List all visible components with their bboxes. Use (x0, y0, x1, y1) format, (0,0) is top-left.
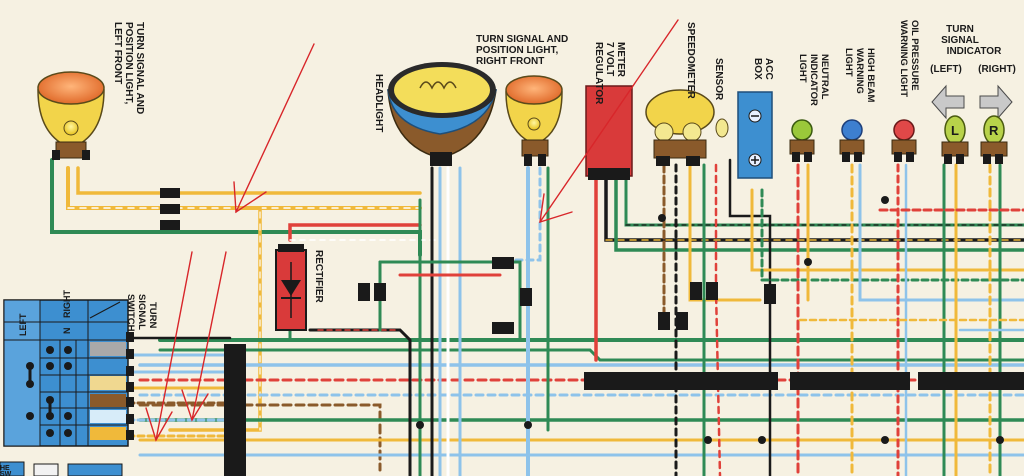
oil-pressure-line-1: OIL PRESSURE (909, 20, 920, 91)
annotation-arrow-4 (181, 251, 227, 422)
voltage-regulator (585, 85, 633, 180)
switch-n-label: N (62, 328, 72, 335)
turn-indicator-left-label: (LEFT) (930, 64, 962, 75)
turn-indicator-right-label: (RIGHT) (978, 64, 1016, 75)
high-beam-line-2: WARNING (854, 48, 865, 94)
ts-right-front-label: TURN SIGNAL AND POSITION LIGHT, RIGHT FR… (476, 34, 568, 67)
turn-indicator-line-3: INDICATOR (947, 46, 1002, 57)
acc-box-line-2: BOX (752, 58, 763, 80)
bottom-left-label-1: HE (0, 465, 10, 472)
switch-left-label: LEFT (18, 313, 28, 336)
wire-harness (50, 158, 1024, 476)
high-beam-label: HIGH BEAM WARNING LIGHT (843, 48, 876, 102)
connector-blocks (160, 188, 1024, 476)
annotation-arrow-3 (145, 251, 193, 442)
speedometer (645, 89, 729, 166)
ts-switch-line-3: SWITCH (125, 294, 136, 332)
ts-right-front-line-3: RIGHT FRONT (476, 56, 544, 67)
regulator-label: METER 7 VOLT REGULATOR (593, 42, 626, 105)
high-beam-line-3: LIGHT (843, 48, 854, 77)
ts-switch-line-1: TURN (147, 302, 158, 329)
turn-signal-right-front-lamp (505, 75, 563, 166)
headlight-label: HEADLIGHT (373, 74, 384, 132)
regulator-line-2: REGULATOR (593, 42, 604, 105)
acc-box-label: ACC BOX (752, 58, 774, 80)
turn-signal-switch: RIGHT N LEFT (3, 290, 134, 447)
ts-left-front-label: TURN SIGNAL AND POSITION LIGHT, LEFT FRO… (112, 22, 145, 114)
ts-right-front-line-2: POSITION LIGHT, (476, 45, 558, 56)
turn-indicator-line-1: TURN (946, 24, 974, 35)
ts-left-front-line-3: LEFT FRONT (112, 22, 123, 84)
ts-left-front-line-2: POSITION LIGHT, (123, 22, 134, 104)
neutral-line-2: INDICATOR (808, 54, 819, 106)
turn-indicator-right-bulb: R (979, 84, 1013, 164)
neutral-line-3: LIGHT (797, 54, 808, 83)
neutral-line-1: NEUTRAL (819, 54, 830, 100)
oil-pressure-line-2: WARNING LIGHT (898, 20, 909, 97)
high-beam-line-1: HIGH BEAM (865, 48, 876, 102)
ts-left-front-line-1: TURN SIGNAL AND (134, 22, 145, 114)
turn-indicator-right-letter: R (989, 123, 999, 138)
ts-right-front-line-1: TURN SIGNAL AND (476, 34, 568, 45)
turn-indicator-left-letter: L (951, 123, 959, 138)
acc-box (737, 91, 773, 179)
speedometer-label: SPEEDOMETER (685, 22, 696, 99)
rectifier (275, 244, 307, 331)
junction-dots (416, 196, 1004, 444)
switch-right-label: RIGHT (62, 290, 72, 319)
annotation-arrow-1 (233, 43, 315, 214)
sensor-label: SENSOR (713, 58, 724, 101)
meter-label: METER (615, 42, 626, 78)
annotation-arrow-2 (539, 19, 679, 223)
ts-switch-label: TURN SIGNAL SWITCH (125, 294, 158, 332)
turn-indicator-line-2: SIGNAL (941, 35, 979, 46)
ts-switch-line-2: SIGNAL (136, 294, 147, 330)
headlight (387, 62, 497, 166)
acc-box-line-1: ACC (763, 58, 774, 80)
oil-pressure-bulb (891, 119, 917, 162)
high-beam-bulb (839, 119, 865, 162)
neutral-indicator-bulb (789, 119, 815, 162)
turn-indicator-left-bulb: L (931, 84, 969, 164)
neutral-label: NEUTRAL INDICATOR LIGHT (797, 54, 830, 106)
turn-signal-left-front-lamp (37, 71, 105, 160)
annotation-arrows (145, 19, 679, 442)
bottom-left-switch: HE SW (0, 461, 123, 476)
regulator-line-1: 7 VOLT (604, 42, 615, 76)
bottom-left-label-2: SW (0, 471, 12, 476)
turn-indicator-label: TURN SIGNAL INDICATOR (LEFT) (RIGHT) (930, 24, 1016, 75)
oil-pressure-label: OIL PRESSURE WARNING LIGHT (898, 20, 920, 97)
rectifier-label: RECTIFIER (313, 250, 324, 304)
